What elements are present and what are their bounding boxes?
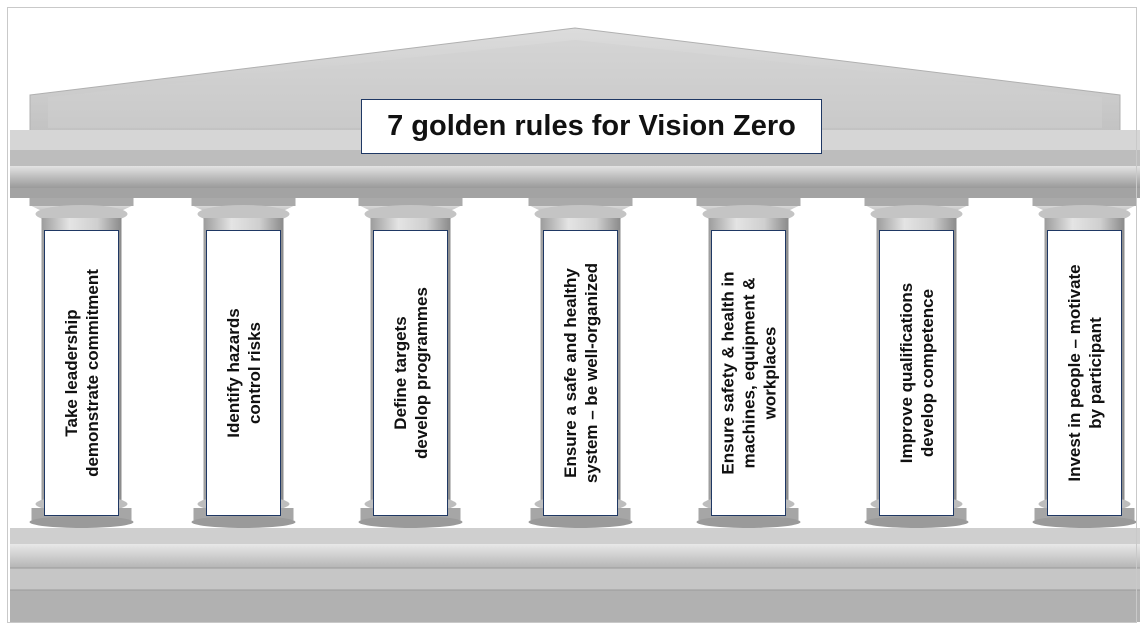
rule-line: control risks [244, 321, 264, 425]
rule-line: Take leadership [61, 309, 81, 437]
rule-line: demonstrate commitment [82, 269, 102, 477]
rule-line: develop programmes [411, 287, 431, 459]
rule-line: Improve qualifications [896, 282, 916, 464]
rule-line: machines, equipment & [739, 277, 758, 469]
rule-line: develop competence [917, 288, 937, 458]
rule-line: Invest in people – motivate [1064, 264, 1084, 482]
rule-line: Ensure safety & health in [718, 271, 737, 475]
temple-base [10, 528, 1140, 544]
rule-line: by participant [1085, 317, 1105, 429]
rule-line: Ensure a safe and healthy [560, 268, 580, 478]
title-box: 7 golden rules for Vision Zero [361, 99, 822, 154]
diagram-title: 7 golden rules for Vision Zero [387, 110, 796, 142]
rule-line: system – be well-organized [581, 262, 601, 484]
rule-line: workplaces [760, 326, 779, 420]
rule-line: Define targets [390, 316, 410, 430]
rule-line: Identify hazards [223, 308, 243, 438]
